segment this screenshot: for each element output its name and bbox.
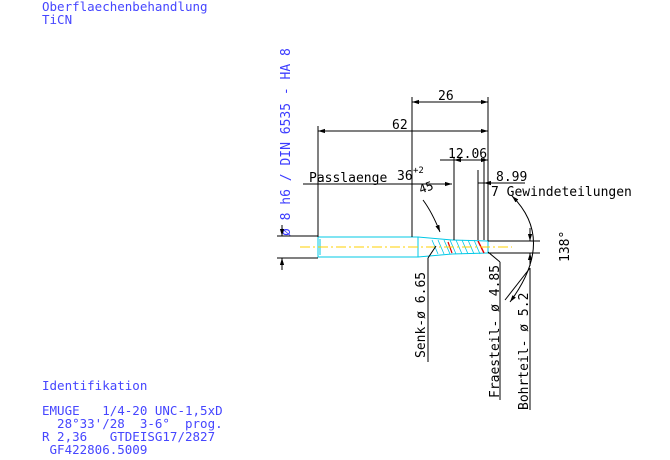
- dim-1206-text: 12.06: [448, 147, 487, 162]
- surface-treatment-label: Oberflaechenbehandlung: [42, 0, 208, 14]
- angle-45-arc: [422, 199, 441, 233]
- dim-36-text: 36: [397, 169, 413, 184]
- surface-coating-label: TiCN: [42, 12, 73, 27]
- identification-line-4: GF422806.5009: [42, 442, 148, 457]
- shank-diameter-dim: [277, 225, 318, 270]
- identification-line-3: R 2,36 GTDEISG17/2827: [42, 429, 216, 444]
- thread-pitch-label: 7 Gewindeteilungen: [491, 185, 632, 200]
- shank-din-label: ø 8 h6 / DIN 6535 - HA 8: [279, 48, 294, 236]
- dim-26-text: 26: [438, 89, 454, 104]
- identification-line-1: EMUGE 1/4-20 UNC-1,5xD: [42, 403, 223, 418]
- angle-138-arc: [509, 195, 534, 303]
- leader-lines: [427, 245, 531, 410]
- dim-36-tolerance: +2: [413, 166, 424, 176]
- passlaenge-label: Passlaenge: [309, 171, 387, 186]
- angle-138-text: 138°: [558, 231, 573, 262]
- dim-899-text: 8.99: [496, 170, 527, 185]
- angle-45-text: 45: [417, 179, 435, 197]
- identification-heading: Identifikation: [42, 378, 148, 393]
- dim-62-text: 62: [392, 118, 408, 133]
- senk-diameter-label: Senk-ø 6.65: [414, 272, 429, 358]
- bohrteil-diameter-label: Bohrteil- ø 5.2: [517, 293, 532, 410]
- identification-line-2: 28°33'/28 3-6° prog.: [42, 416, 223, 431]
- fraesteil-diameter-label: Fraesteil- ø 4.85: [488, 265, 503, 398]
